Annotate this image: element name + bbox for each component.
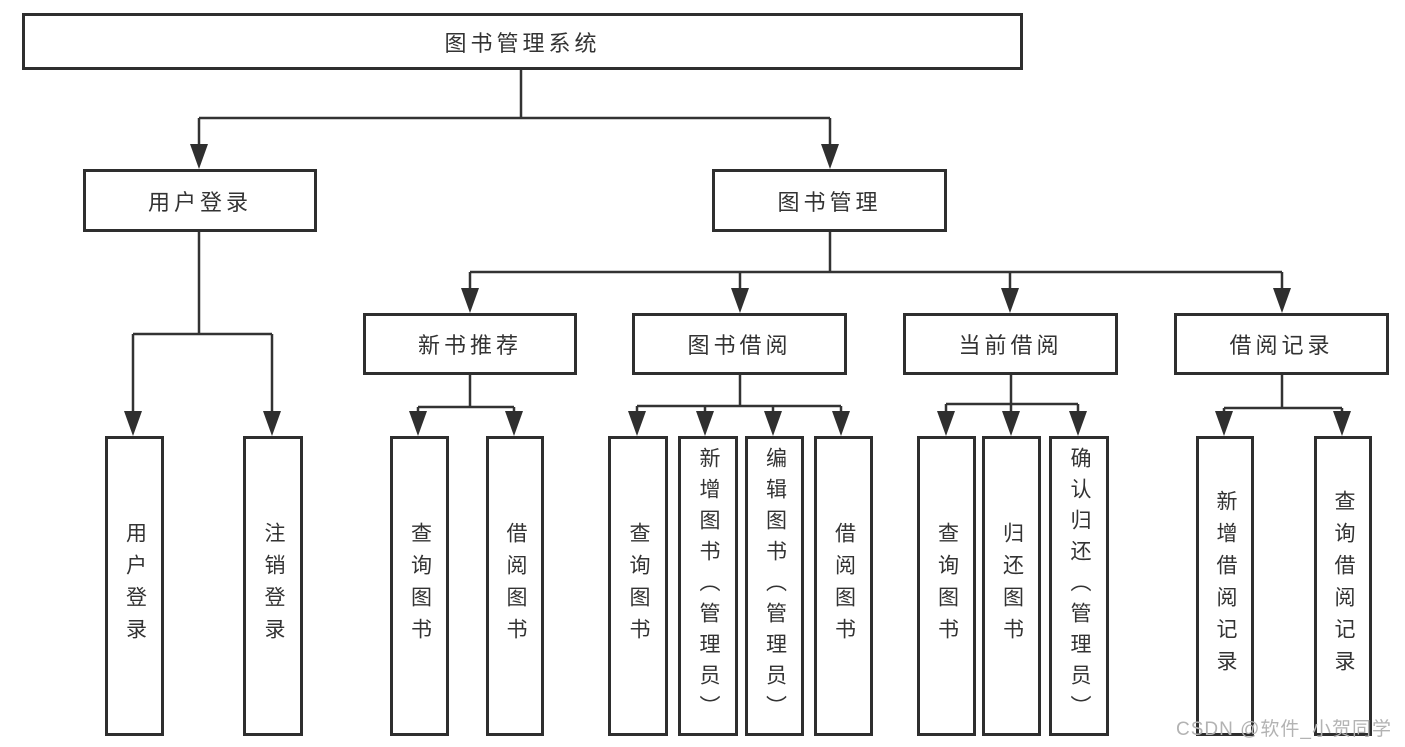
node-current-borrow-label: 当前借阅 — [958, 333, 1063, 358]
node-user-login-group-label: 用户登录 — [147, 189, 252, 215]
node-bb-query-book-label: 查询图书 — [627, 522, 650, 650]
node-bb-add-book-label: 新增图书（管理员） — [697, 446, 720, 726]
node-bb-borrow-book: 借阅图书 — [814, 436, 873, 736]
node-bb-edit-book: 编辑图书（管理员） — [745, 436, 804, 736]
node-logout-login: 注销登录 — [243, 436, 303, 736]
node-br-add-record-label: 新增借阅记录 — [1214, 490, 1237, 682]
node-book-borrow: 图书借阅 — [632, 313, 847, 375]
node-user-login: 用户登录 — [105, 436, 164, 736]
node-br-query-record-label: 查询借阅记录 — [1332, 490, 1355, 682]
node-bb-edit-book-label: 编辑图书（管理员） — [763, 446, 787, 726]
node-new-book-recommend: 新书推荐 — [363, 313, 577, 375]
node-cb-query-book: 查询图书 — [917, 436, 976, 736]
node-book-management: 图书管理 — [712, 169, 947, 232]
node-rec-query-book: 查询图书 — [390, 436, 449, 736]
node-bb-query-book: 查询图书 — [608, 436, 668, 736]
node-new-book-recommend-label: 新书推荐 — [417, 333, 522, 358]
node-logout-login-label: 注销登录 — [262, 522, 285, 650]
node-user-login-group: 用户登录 — [83, 169, 317, 232]
csdn-watermark: CSDN @软件_小贺同学 — [1176, 719, 1392, 740]
node-rec-borrow-book: 借阅图书 — [486, 436, 544, 736]
node-rec-borrow-book-label: 借阅图书 — [504, 522, 527, 650]
node-cb-return-book: 归还图书 — [982, 436, 1041, 736]
node-root: 图书管理系统 — [22, 13, 1023, 70]
node-borrow-record: 借阅记录 — [1174, 313, 1389, 375]
node-book-borrow-label: 图书借阅 — [687, 333, 792, 358]
node-book-management-label: 图书管理 — [777, 189, 882, 215]
node-current-borrow: 当前借阅 — [903, 313, 1118, 375]
node-cb-query-book-label: 查询图书 — [935, 522, 959, 650]
node-br-add-record: 新增借阅记录 — [1196, 436, 1254, 736]
node-bb-add-book: 新增图书（管理员） — [678, 436, 738, 736]
node-cb-confirm-return-label: 确认归还（管理员） — [1068, 446, 1091, 726]
node-root-label: 图书管理系统 — [444, 30, 601, 56]
node-user-login-label: 用户登录 — [123, 522, 147, 650]
node-cb-return-book-label: 归还图书 — [1000, 522, 1024, 650]
node-rec-query-book-label: 查询图书 — [408, 522, 432, 650]
node-br-query-record: 查询借阅记录 — [1314, 436, 1372, 736]
node-cb-confirm-return: 确认归还（管理员） — [1049, 436, 1109, 736]
node-borrow-record-label: 借阅记录 — [1229, 333, 1334, 358]
node-bb-borrow-book-label: 借阅图书 — [832, 522, 856, 650]
